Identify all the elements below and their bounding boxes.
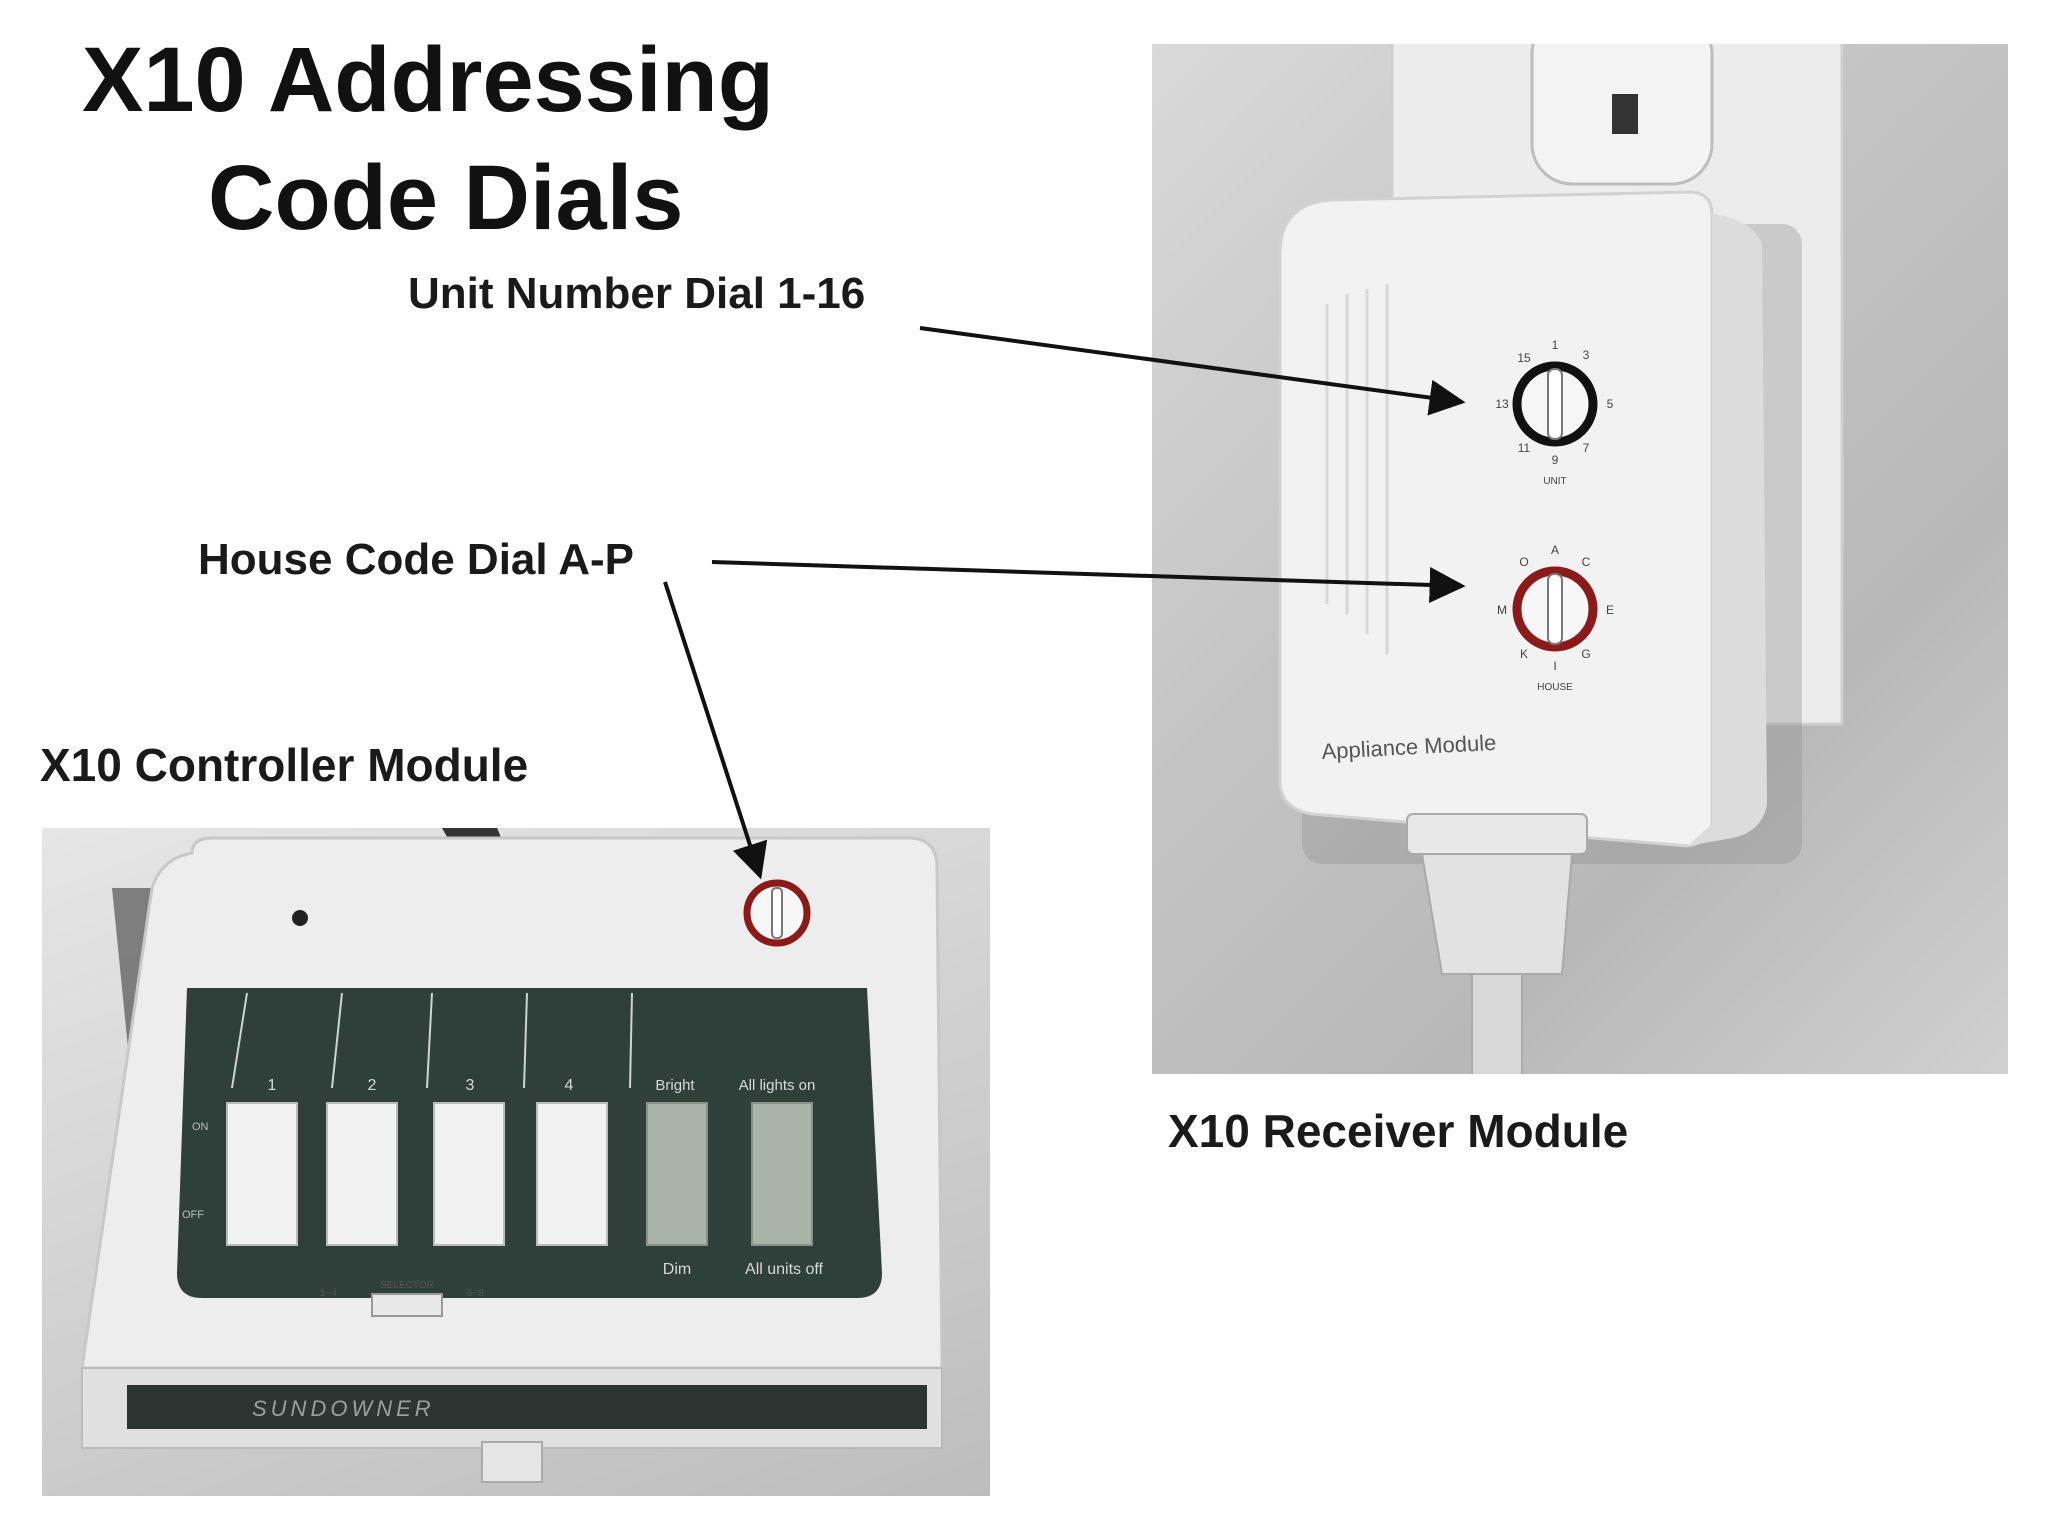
house-dial-letter: G: [1581, 647, 1590, 661]
switch-number: 4: [565, 1077, 574, 1094]
title-line-2: Code Dials: [208, 147, 684, 249]
receiver-module-caption: X10 Receiver Module: [1168, 1105, 1629, 1157]
on-label: ON: [192, 1121, 209, 1133]
selector-switch[interactable]: [371, 1293, 443, 1317]
brand-strip: [127, 1385, 927, 1429]
house-dial-letter: O: [1519, 555, 1528, 569]
house-dial-letter: I: [1553, 659, 1556, 673]
switch-number: 1: [268, 1077, 277, 1094]
unit-dial-number: 5: [1607, 397, 1614, 411]
off-label: OFF: [182, 1209, 204, 1221]
house-dial-letter: C: [1582, 555, 1591, 569]
bright-dim-switch[interactable]: [646, 1102, 708, 1246]
selector-right-label: 5~8: [467, 1288, 484, 1299]
selector-label: SELECTOR: [380, 1280, 434, 1291]
bright-label: Bright: [655, 1077, 695, 1094]
plug-body: [1420, 853, 1574, 975]
controller-house-code-dial: [743, 879, 811, 947]
house-dial-letter: M: [1497, 603, 1507, 617]
unit-dial-number: 15: [1517, 351, 1531, 365]
indicator-led: [292, 910, 308, 926]
receiver-module-illustration: 1 3 5 7 9 11 13 15 UNIT A C E G I K M O …: [1278, 44, 1844, 1074]
house-dial-letter: E: [1606, 603, 1614, 617]
unit-dial-number: 3: [1583, 348, 1590, 362]
outlet-slot: [1612, 94, 1638, 134]
all-lights-switch[interactable]: [751, 1102, 813, 1246]
brand-label: SUNDOWNER: [252, 1396, 435, 1421]
controller-module-caption: X10 Controller Module: [40, 739, 529, 791]
title-line-1: X10 Addressing: [82, 29, 774, 131]
unit-dial-number: 13: [1495, 397, 1509, 411]
unit-dial-caption: UNIT: [1543, 476, 1566, 487]
house-code-dial: A C E G I K M O HOUSE: [1497, 543, 1614, 693]
switch-1[interactable]: [226, 1102, 298, 1246]
house-dial-caption: HOUSE: [1537, 682, 1573, 693]
dim-label: Dim: [663, 1261, 691, 1278]
unit-dial-number: 11: [1518, 441, 1531, 455]
module-side: [1687, 214, 1767, 846]
unit-number-dial-callout: Unit Number Dial 1-16: [408, 269, 866, 318]
switch-number: 2: [368, 1077, 377, 1094]
unit-number-dial: 1 3 5 7 9 11 13 15 UNIT: [1495, 338, 1613, 487]
unit-dial-number: 9: [1552, 453, 1559, 467]
receiver-module-photo: 1 3 5 7 9 11 13 15 UNIT A C E G I K M O …: [1152, 44, 2008, 1074]
house-dial-letter: A: [1551, 543, 1559, 557]
front-tab: [481, 1441, 543, 1483]
house-dial-letter: K: [1520, 647, 1528, 661]
house-code-dial-callout: House Code Dial A-P: [198, 535, 634, 584]
unit-dial-number: 7: [1583, 441, 1590, 455]
power-cord: [1471, 973, 1523, 1074]
selector-left-label: 1~4: [320, 1288, 337, 1299]
unit-dial-number: 1: [1552, 338, 1559, 352]
plug-top: [1406, 813, 1588, 855]
controller-module-illustration: SUNDOWNER 1 2 3 4 Bright All lights on O…: [80, 828, 944, 1483]
switch-number: 3: [466, 1077, 475, 1094]
switch-2[interactable]: [326, 1102, 398, 1246]
switch-4[interactable]: [536, 1102, 608, 1246]
all-lights-on-label: All lights on: [739, 1077, 816, 1094]
switch-3[interactable]: [433, 1102, 505, 1246]
all-units-off-label: All units off: [745, 1261, 824, 1278]
panel-dividers: [231, 992, 633, 1089]
controller-module-photo: SUNDOWNER 1 2 3 4 Bright All lights on O…: [42, 828, 990, 1496]
